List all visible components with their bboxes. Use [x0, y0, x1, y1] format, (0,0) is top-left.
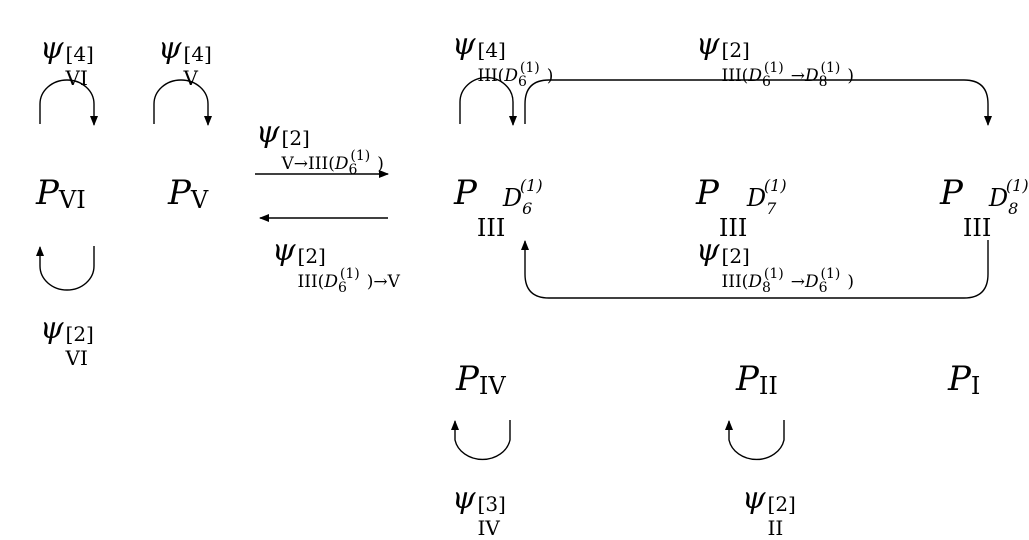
loop-II-bottom: [725, 420, 785, 461]
label-psi-VI-2: ψ[2]VI: [40, 311, 94, 370]
label-psi-V-4: ψ[4]V: [158, 31, 212, 90]
arrow-D6-to-D8: [524, 79, 992, 126]
loop-V-top: [153, 79, 212, 126]
loop-VI-bottom: [36, 246, 95, 291]
arrow-layer: [36, 76, 992, 461]
label-psi-III-D6-4: ψ[4]III(D6(1)): [452, 27, 554, 90]
label-psi-V-to-III: ψ[2]V→III(D6(1)): [256, 115, 384, 178]
arrow-D8-to-D6: [521, 240, 989, 299]
label-psi-D6-to-D8: ψ[2]III(D6(1)→D8(1)): [696, 27, 855, 90]
loop-VI-top: [39, 79, 98, 126]
node-P-IV: PIV: [456, 359, 506, 400]
node-P-II: PII: [736, 359, 778, 400]
loop-IV-bottom: [451, 420, 511, 461]
label-psi-VI-4: ψ[4]VI: [40, 31, 94, 90]
label-psi-III-to-V: ψ[2]III(D6(1))→V: [272, 233, 400, 296]
label-psi-IV-3: ψ[3]IV: [452, 481, 506, 540]
node-P-VI: PVI: [36, 173, 86, 214]
node-P-I: PI: [948, 359, 981, 400]
node-P-V: PV: [168, 173, 209, 214]
loop-III-D6-top: [459, 76, 517, 126]
label-psi-II-2: ψ[2]II: [742, 481, 796, 540]
label-psi-D8-to-D6: ψ[2]III(D8(1)→D6(1)): [696, 233, 855, 296]
